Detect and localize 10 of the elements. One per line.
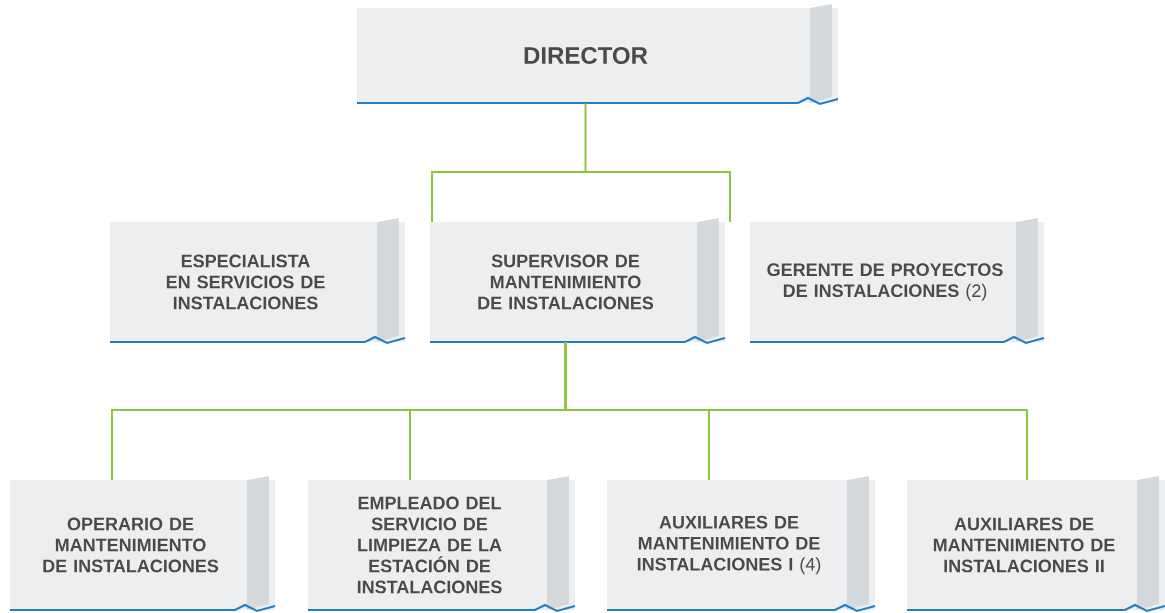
- connector-line: [564, 341, 1028, 481]
- role-box: EMPLEADO DEL SERVICIO DE LIMPIEZA DE LA ESTACIÓN DE INSTALACIONES: [307, 476, 576, 613]
- role-box: AUXILIARES DE MANTENIMIENTO DE INSTALACIONES II: [906, 476, 1165, 613]
- connector-line: [431, 102, 731, 223]
- role-box: AUXILIARES DE MANTENIMIENTO DE INSTALACIONES I (4): [606, 476, 876, 613]
- role-box: DIRECTOR: [356, 4, 839, 106]
- role-box: ESPECIALISTA EN SERVICIOS DE INSTALACIONES: [109, 218, 406, 345]
- role-box: OPERARIO DE MANTENIMIENTO DE INSTALACIONES: [9, 476, 276, 613]
- role-box: SUPERVISOR DE MANTENIMIENTO DE INSTALACIONES: [429, 218, 726, 345]
- role-box: GERENTE DE PROYECTOS DE INSTALACIONES (2): [749, 218, 1045, 345]
